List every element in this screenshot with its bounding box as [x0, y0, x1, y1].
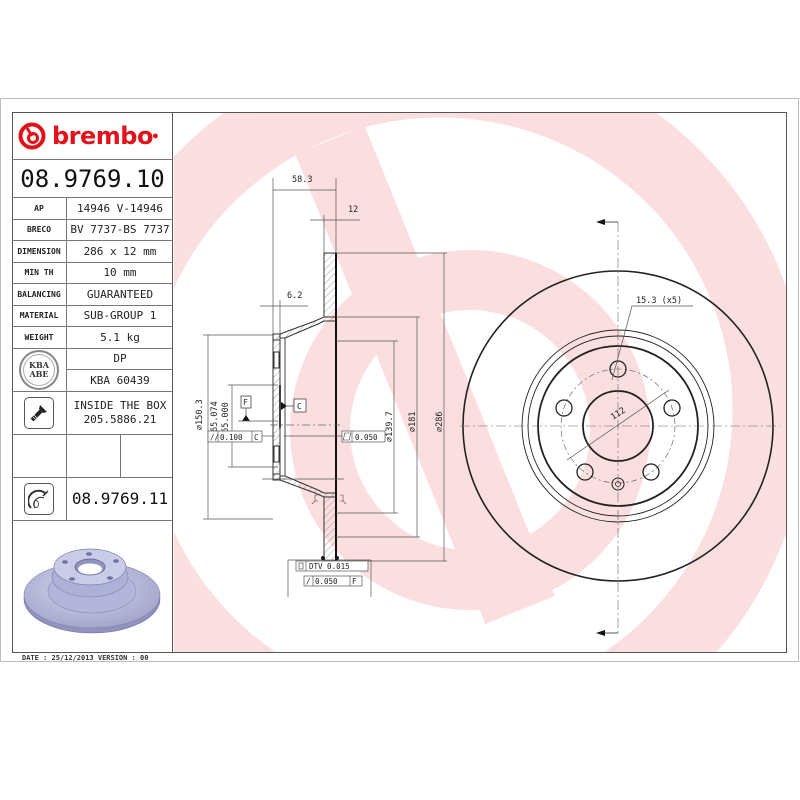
dim-bore-max: 65.074 — [210, 401, 220, 432]
front-view — [460, 219, 780, 636]
svg-text:F: F — [352, 577, 357, 586]
datum-c: C — [281, 398, 307, 413]
surface-roughness-marks — [311, 494, 347, 560]
drawing-sheet — [0, 98, 799, 662]
brand-logo: brembo● — [12, 112, 173, 160]
date-version-footer: DATE : 25/12/2013 VERSION : 00 — [22, 654, 149, 662]
svg-text:DTV 0.015: DTV 0.015 — [309, 562, 350, 571]
approval-type: DP — [67, 349, 173, 370]
parallelism-tolerance-frame: // 0.100 C — [207, 430, 275, 443]
section-dimensions — [203, 178, 447, 597]
brake-disc-3d-icon — [23, 548, 161, 633]
kba-stamp-icon: KBA ABE — [19, 349, 59, 390]
accessories-row: INSIDE THE BOX 205.5886.21 — [12, 391, 173, 435]
part-number: 08.9769.10 — [12, 160, 173, 198]
accessory-part-number: 205.5886.21 — [83, 412, 157, 426]
spec-row-weight: WEIGHT 5.1 kg — [12, 327, 173, 349]
svg-text://: // — [210, 433, 219, 442]
svg-text:F: F — [243, 398, 248, 407]
svg-text:0.050: 0.050 — [315, 577, 338, 586]
dtv-tolerance-frame: DTV 0.015 — [295, 560, 369, 572]
dim-overall-height: 58.3 — [292, 175, 312, 185]
brembo-watermark — [174, 113, 786, 652]
dim-diameter-150: ⌀150.3 — [195, 399, 205, 430]
alternative-row: 08.9769.11 — [12, 477, 173, 521]
bolt-hole — [555, 399, 573, 417]
svg-text:C: C — [297, 402, 302, 411]
bolt-hole — [663, 399, 681, 417]
spec-row-dimension: DIMENSION 286 x 12 mm — [12, 241, 173, 263]
runout-tolerance-frame: / 0.050 F — [303, 575, 363, 587]
coated-disc-icon — [24, 482, 54, 515]
svg-text:0.100: 0.100 — [220, 433, 243, 442]
svg-text:C: C — [254, 433, 259, 442]
spec-row-balancing: BALANCING GUARANTEED — [12, 284, 173, 306]
spec-row-ap: AP 14946 V-14946 — [12, 198, 173, 220]
dim-hat-wall: 6.2 — [287, 291, 302, 301]
inside-box-label: INSIDE THE BOX — [73, 398, 167, 412]
datum-f: F — [238, 395, 278, 422]
dim-diameter-286: ⌀286 — [435, 412, 445, 432]
spec-row-material: MATERIAL SUB-GROUP 1 — [12, 305, 173, 327]
svg-text:0.050: 0.050 — [355, 433, 378, 442]
drawing-frame — [12, 112, 787, 653]
bolt-hole — [576, 463, 594, 481]
empty-row — [12, 434, 173, 478]
alternative-part-number: 08.9769.11 — [71, 489, 169, 508]
screw-icon — [24, 396, 54, 429]
spec-row-min-th: MIN TH 10 mm — [12, 262, 173, 284]
dim-thickness: 12 — [348, 205, 358, 215]
disc-render — [12, 521, 173, 653]
dim-diameter-139: ⌀139.7 — [385, 411, 395, 442]
kba-number: KBA 60439 — [90, 373, 150, 387]
brembo-logo-icon — [18, 122, 46, 149]
bolt-hole — [642, 463, 660, 481]
svg-text:/: / — [306, 577, 311, 586]
approval-row: KBA ABE DP KBA 60439 — [12, 348, 173, 392]
info-panel: brembo● 08.9769.10 AP 14946 V-14946 BREC… — [12, 112, 173, 653]
brand-name: brembo — [52, 121, 153, 150]
spec-row-breco: BRECO BV 7737-BS 7737 — [12, 219, 173, 241]
flatness-tolerance-frame: 0.050 — [284, 430, 386, 443]
hole-callout: 15.3 (x5) — [636, 296, 682, 306]
dim-diameter-181: ⌀181 — [408, 412, 418, 432]
